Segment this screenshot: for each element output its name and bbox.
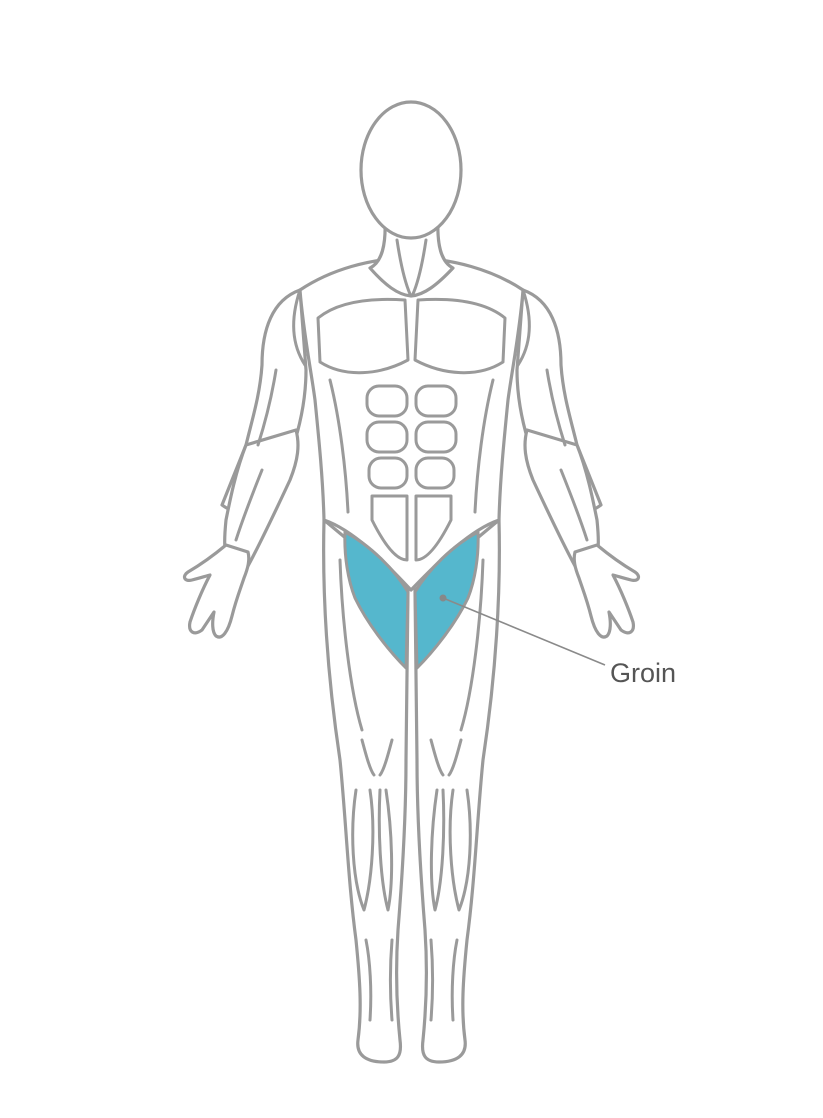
left-oblique: [328, 378, 350, 514]
head: [359, 100, 463, 240]
left-forearm: [223, 428, 300, 568]
left-pectoral: [316, 297, 410, 375]
pointer-dot: [439, 594, 447, 602]
left-knee: [360, 738, 394, 777]
left-hand: [182, 543, 251, 639]
neck-line-right: [411, 238, 428, 296]
right-pectoral: [413, 297, 507, 375]
left-bicep-line: [256, 368, 278, 447]
right-leg: [413, 518, 501, 1064]
left-shin: [364, 938, 394, 1022]
right-deltoid: [516, 288, 531, 367]
right-shin: [429, 938, 459, 1022]
neck: [368, 218, 455, 298]
left-calf-outer: [377, 788, 394, 912]
leader-line: [442, 597, 606, 666]
left-forearm-line: [234, 468, 264, 542]
groin-label: Groin: [610, 658, 676, 688]
neck-head: [359, 100, 463, 298]
right-forearm: [523, 428, 600, 568]
left-quad-line: [338, 558, 364, 732]
right-forearm-line: [559, 468, 589, 542]
left-leg: [322, 518, 410, 1064]
right-quad-line: [459, 558, 485, 732]
right-bicep-line: [545, 368, 567, 447]
left-leg-outline: [322, 518, 410, 1064]
abdominals: [365, 384, 458, 562]
torso: [292, 256, 531, 592]
left-deltoid: [292, 288, 307, 367]
neck-line-left: [395, 238, 412, 296]
right-calf-outer: [429, 788, 446, 912]
right-calf-inner: [448, 788, 472, 912]
right-knee: [429, 738, 463, 777]
right-leg-outline: [413, 518, 501, 1064]
right-hand: [572, 543, 641, 639]
left-arm: [182, 288, 308, 639]
right-arm: [515, 288, 641, 639]
right-oblique: [473, 378, 495, 514]
left-calf-inner: [351, 788, 375, 912]
groin-left-adductor: [343, 530, 410, 670]
groin-callout: Groin: [439, 594, 676, 688]
